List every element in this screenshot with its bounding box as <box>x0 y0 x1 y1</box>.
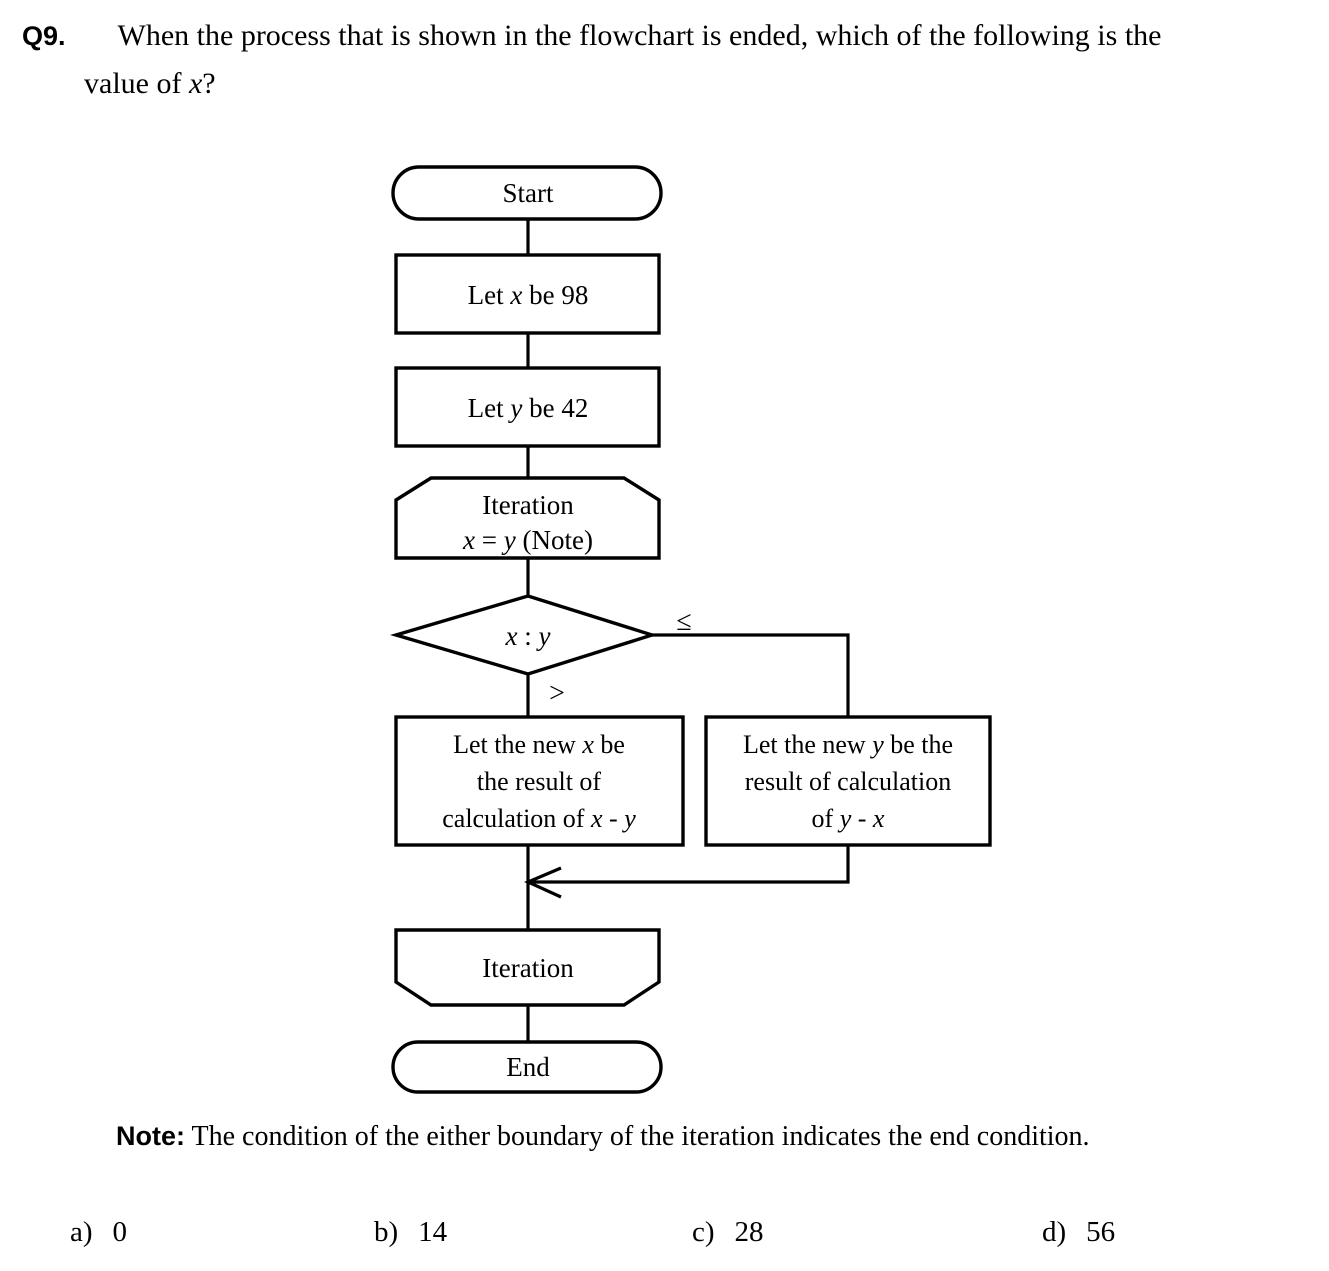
node-process-x-line-3: calculation of x - y <box>442 804 636 833</box>
loop-start-var-y: y <box>501 525 516 555</box>
edge-label-less-equal: ≤ <box>676 606 691 637</box>
question-line-1: Q9. When the process that is shown in the… <box>22 12 1317 60</box>
init-y-part-1: Let <box>468 393 511 423</box>
answer-value-b: 14 <box>418 1216 448 1248</box>
decision-separator: : <box>517 621 538 651</box>
question-text-line-2-pre: value of <box>84 67 189 100</box>
process-y-l3-var-x: x <box>872 804 885 833</box>
node-decision[interactable] <box>390 594 658 676</box>
question-header: Q9. When the process that is shown in the… <box>22 12 1317 108</box>
process-y-l3-minus: - <box>851 804 873 833</box>
flowchart-diagram: Start Let x be 98 Let y be 42 Iteration … <box>0 120 1329 1110</box>
node-end-label: End <box>506 1052 550 1082</box>
edge-label-greater: > <box>549 678 565 709</box>
question-variable-x: x <box>188 67 203 100</box>
answer-value-a: 0 <box>112 1216 128 1248</box>
node-loop-start-line-2: x = y (Note) <box>462 525 593 555</box>
node-start[interactable] <box>391 165 663 221</box>
init-x-part-1: Let <box>468 280 511 310</box>
question-line-2: value of x? <box>22 60 1317 108</box>
question-number: Q9. <box>22 21 66 51</box>
answer-value-c: 28 <box>734 1216 764 1248</box>
node-process-y-line-1: Let the new y be the <box>743 730 953 759</box>
process-y-l1-var: y <box>869 730 884 759</box>
node-loop-end-label: Iteration <box>482 953 574 983</box>
node-loop-start[interactable] <box>394 476 661 560</box>
connector-processy-merge <box>531 845 850 884</box>
node-start-label: Start <box>503 178 554 208</box>
decision-var-y: y <box>536 621 551 651</box>
answer-letter-a: a) <box>70 1216 93 1248</box>
process-y-l3-var-y: y <box>837 804 852 833</box>
process-x-l1-a: Let the new <box>453 730 582 759</box>
connector-decision-to-processy <box>652 633 850 717</box>
answer-options: a) 0 b) 14 c) 28 d) 56 <box>0 1212 1329 1262</box>
node-process-y-line-3: of y - x <box>812 804 885 833</box>
answer-option-d[interactable]: d) 56 <box>1042 1212 1115 1252</box>
answer-letter-c: c) <box>692 1216 715 1248</box>
loop-start-eq: = <box>475 525 504 555</box>
node-init-x[interactable] <box>394 253 661 335</box>
node-init-y[interactable] <box>394 366 661 448</box>
question-text-line-2-post: ? <box>202 67 216 100</box>
node-init-y-label: Let y be 42 <box>468 393 589 423</box>
decision-var-x: x <box>505 621 518 651</box>
node-loop-end[interactable] <box>394 928 661 1007</box>
loop-start-var-x: x <box>462 525 475 555</box>
node-process-y[interactable] <box>704 715 992 847</box>
node-process-x[interactable] <box>394 715 685 847</box>
process-x-l1-c: be <box>594 730 625 759</box>
answer-option-a[interactable]: a) 0 <box>70 1212 127 1252</box>
note-label: Note: <box>116 1121 185 1151</box>
note-line: Note: The condition of the either bounda… <box>116 1118 1090 1155</box>
process-y-l1-c: be the <box>884 730 953 759</box>
init-y-variable: y <box>507 393 522 423</box>
answer-letter-d: d) <box>1042 1216 1067 1248</box>
answer-value-d: 56 <box>1086 1216 1116 1248</box>
process-x-l3-var-y: y <box>621 804 636 833</box>
process-y-l1-a: Let the new <box>743 730 872 759</box>
init-y-part-3: be 42 <box>522 393 588 423</box>
init-x-part-3: be 98 <box>522 280 588 310</box>
question-text-line-1: When the process that is shown in the fl… <box>117 19 1162 52</box>
node-process-y-line-2: result of calculation <box>745 767 951 796</box>
answer-letter-b: b) <box>374 1216 399 1248</box>
node-decision-label: x : y <box>505 621 551 651</box>
node-process-x-line-1: Let the new x be <box>453 730 625 759</box>
process-x-l3-var-x: x <box>590 804 603 833</box>
process-x-l3-a: calculation of <box>442 804 591 833</box>
node-init-x-label: Let x be 98 <box>468 280 589 310</box>
loop-start-note: (Note) <box>516 525 593 555</box>
node-end[interactable] <box>391 1040 663 1094</box>
node-process-x-line-2: the result of <box>477 767 602 796</box>
node-loop-start-line-1: Iteration <box>482 490 574 520</box>
process-x-l3-minus: - <box>603 804 625 833</box>
init-x-variable: x <box>509 280 522 310</box>
note-text: The condition of the either boundary of … <box>185 1121 1090 1152</box>
answer-option-b[interactable]: b) 14 <box>374 1212 447 1252</box>
process-x-l1-var: x <box>581 730 594 759</box>
process-y-l3-a: of <box>812 804 840 833</box>
answer-option-c[interactable]: c) 28 <box>692 1212 764 1252</box>
